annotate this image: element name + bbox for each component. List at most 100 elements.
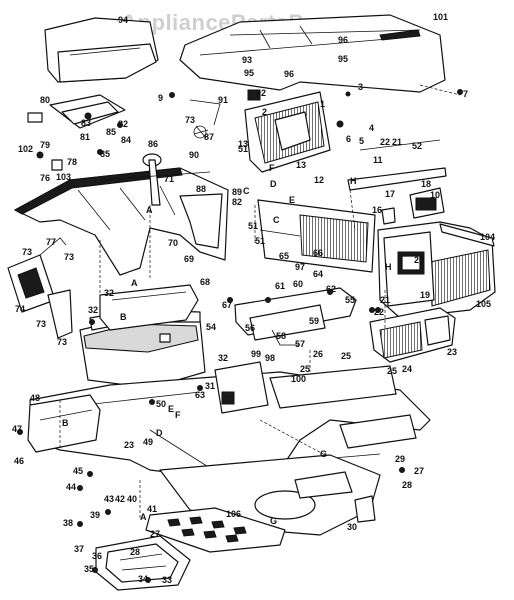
part-callout-65: 65 <box>279 251 289 261</box>
part-callout-55: 55 <box>345 295 355 305</box>
part-callout-51: 51 <box>238 144 248 154</box>
fastener-hardware <box>17 89 463 583</box>
steering-column-part <box>99 153 211 206</box>
part-callout-28: 28 <box>130 547 140 557</box>
part-callout-59: 59 <box>309 316 319 326</box>
part-callout-68: 68 <box>200 277 210 287</box>
part-callout-29: 29 <box>395 454 405 464</box>
part-callout-F: F <box>269 163 275 173</box>
part-callout-90: 90 <box>189 150 199 160</box>
part-callout-88: 88 <box>196 184 206 194</box>
part-callout-62: 62 <box>326 284 336 294</box>
part-callout-11: 11 <box>373 155 383 165</box>
part-callout-A: A <box>140 512 147 522</box>
part-callout-77: 77 <box>46 237 56 247</box>
part-callout-74: 74 <box>15 304 25 314</box>
part-callout-61: 61 <box>275 281 285 291</box>
part-callout-27: 27 <box>414 466 424 476</box>
part-callout-31: 31 <box>205 381 215 391</box>
control-hardware <box>189 89 351 139</box>
part-callout-36: 36 <box>92 551 102 561</box>
part-callout-E: E <box>168 404 174 414</box>
part-callout-80: 80 <box>40 95 50 105</box>
part-callout-102: 102 <box>18 144 33 154</box>
part-callout-84: 84 <box>121 135 131 145</box>
part-callout-30: 30 <box>347 522 357 532</box>
part-callout-39: 39 <box>90 510 100 520</box>
part-callout-2: 2 <box>262 107 267 117</box>
part-callout-A: A <box>146 205 153 215</box>
part-callout-B: B <box>62 418 69 428</box>
part-callout-G: G <box>270 516 277 526</box>
part-callout-83: 83 <box>81 118 91 128</box>
part-callout-89: 89 <box>232 187 242 197</box>
part-callout-67: 67 <box>222 300 232 310</box>
part-callout-F: F <box>175 410 181 420</box>
front-plate-part <box>369 307 456 363</box>
part-callout-40: 40 <box>127 494 137 504</box>
part-callout-99: 99 <box>251 349 261 359</box>
part-callout-9: 9 <box>158 93 163 103</box>
part-callout-69: 69 <box>184 254 194 264</box>
part-callout-H: H <box>385 262 392 272</box>
hood-part <box>179 14 446 93</box>
part-callout-3: 3 <box>358 82 363 92</box>
part-callout-12: 12 <box>314 175 324 185</box>
part-callout-13: 13 <box>238 139 248 149</box>
part-callout-54: 54 <box>206 322 216 332</box>
part-callout-71: 71 <box>164 174 174 184</box>
part-callout-73: 73 <box>36 319 46 329</box>
part-callout-7: 7 <box>463 89 468 99</box>
part-callout-48: 48 <box>30 393 40 403</box>
part-callout-93: 93 <box>242 55 252 65</box>
part-callout-16: 16 <box>372 205 382 215</box>
part-callout-85: 85 <box>100 149 110 159</box>
part-callout-4: 4 <box>369 123 374 133</box>
part-callout-32: 32 <box>218 353 228 363</box>
part-callout-32: 32 <box>88 305 98 315</box>
part-callout-33: 33 <box>162 575 172 585</box>
part-callout-22: 22 <box>374 307 384 317</box>
seat-bracket-part <box>27 94 126 129</box>
part-callout-85: 85 <box>106 127 116 137</box>
part-callout-17: 17 <box>385 189 395 199</box>
part-callout-58: 58 <box>276 331 286 341</box>
part-callout-C: C <box>273 215 280 225</box>
part-callout-28: 28 <box>402 480 412 490</box>
fender-part <box>13 167 229 276</box>
part-callout-92: 92 <box>256 88 266 98</box>
part-callout-44: 44 <box>66 482 76 492</box>
part-callout-13: 13 <box>296 160 306 170</box>
grille-part <box>377 221 496 319</box>
part-callout-25: 25 <box>387 366 397 376</box>
part-callout-21: 21 <box>392 137 402 147</box>
part-callout-94: 94 <box>118 15 128 25</box>
part-callout-19: 19 <box>420 290 430 300</box>
part-callout-76: 76 <box>40 173 50 183</box>
part-callout-25: 25 <box>300 364 310 374</box>
part-callout-35: 35 <box>84 564 94 574</box>
footrest-part <box>145 507 286 553</box>
part-callout-96: 96 <box>338 35 348 45</box>
part-callout-106: 106 <box>226 509 241 519</box>
part-callout-32: 32 <box>104 288 114 298</box>
support-bracket-part <box>234 287 357 346</box>
part-callout-60: 60 <box>293 279 303 289</box>
part-callout-10: 10 <box>430 190 440 200</box>
part-callout-43: 43 <box>104 494 114 504</box>
part-callout-22: 22 <box>380 137 390 147</box>
lift-handle-part <box>7 237 73 339</box>
part-callout-50: 50 <box>156 399 166 409</box>
part-callout-C: C <box>243 186 250 196</box>
part-callout-103: 103 <box>56 172 71 182</box>
part-callout-1: 1 <box>320 99 325 109</box>
part-callout-52: 52 <box>412 141 422 151</box>
part-callout-G: G <box>320 449 327 459</box>
part-callout-24: 24 <box>402 364 412 374</box>
part-callout-45: 45 <box>73 466 83 476</box>
part-callout-23: 23 <box>124 440 134 450</box>
part-callout-100: 100 <box>291 374 306 384</box>
part-callout-23: 23 <box>447 347 457 357</box>
part-callout-18: 18 <box>421 179 431 189</box>
